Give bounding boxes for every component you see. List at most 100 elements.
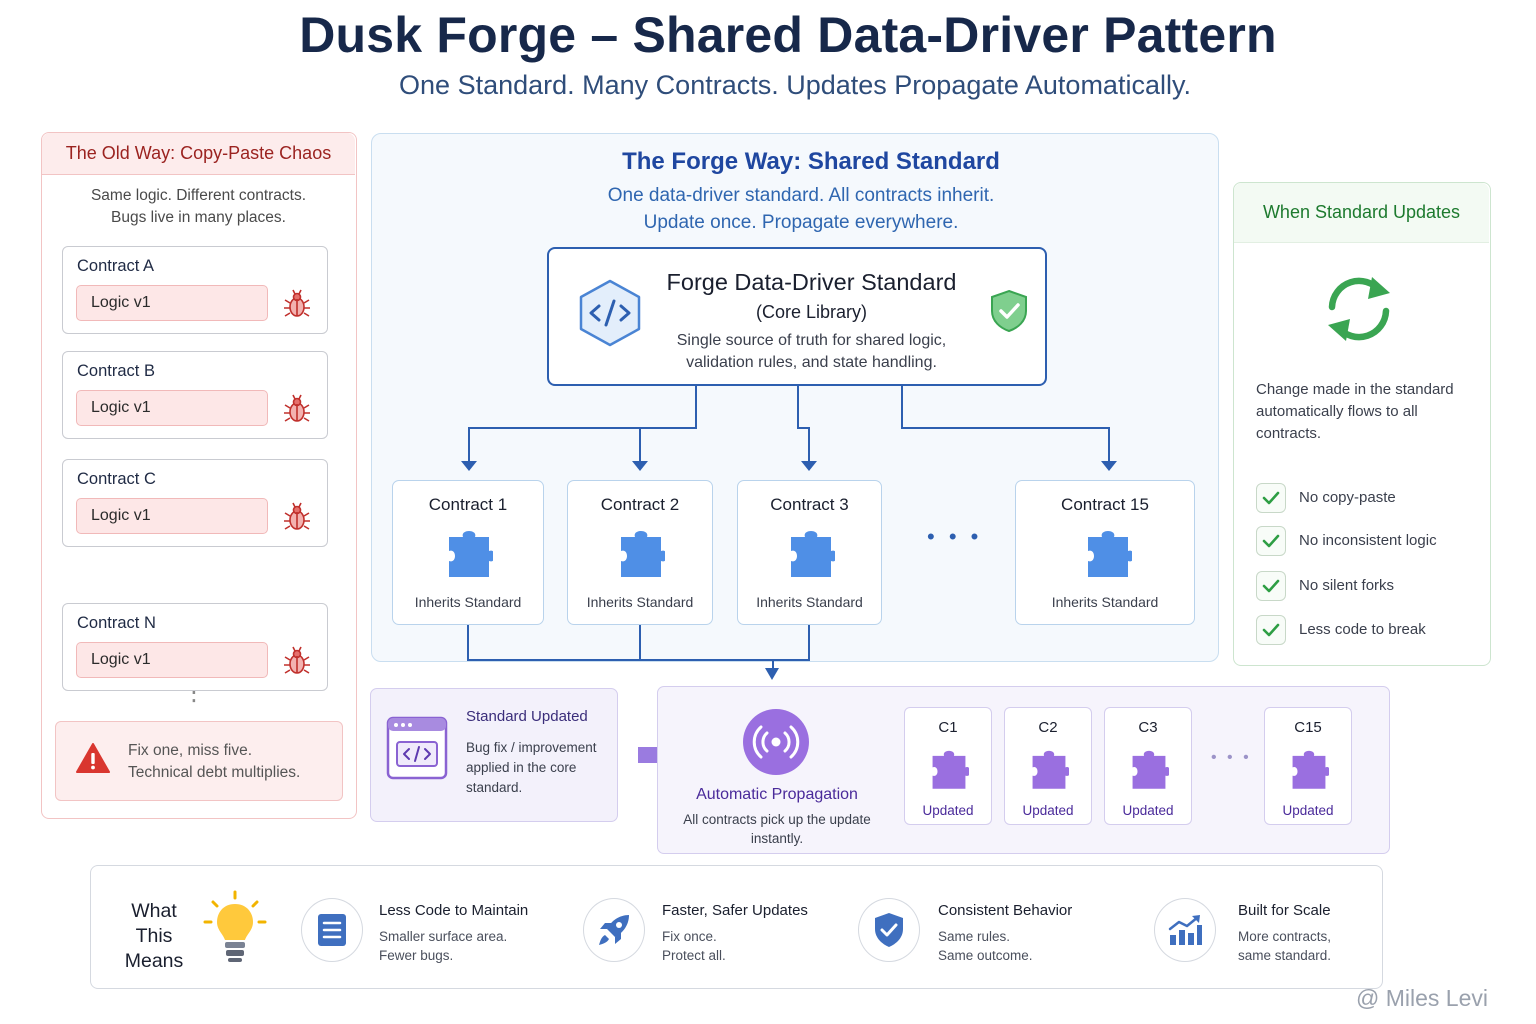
inherits-standard-label: Inherits Standard	[1051, 594, 1159, 610]
puzzle-icon	[621, 531, 665, 577]
updated-contract-name: C2	[1038, 719, 1058, 736]
page-subtitle: One Standard. Many Contracts. Updates Pr…	[399, 70, 1191, 100]
propagation-ellipsis: • • •	[1211, 749, 1252, 766]
check-item: No inconsistent logic	[1256, 526, 1486, 556]
updated-contract-name: C15	[1294, 719, 1322, 736]
puzzle-icon	[1088, 531, 1132, 577]
shield-check-icon	[991, 289, 1027, 333]
puzzle-icon	[1292, 750, 1329, 789]
updated-contract-card: C1 Updated	[904, 707, 992, 825]
core-standard-subtitle: (Core Library)	[755, 302, 868, 322]
feature-description: Smaller surface area. Fewer bugs.	[379, 927, 507, 965]
forge-contract-name: Contract 15	[1061, 495, 1149, 514]
feature-title: Built for Scale	[1238, 902, 1331, 919]
watermark: @ Miles Levi	[1356, 985, 1488, 1011]
old-contract-name: Contract C	[77, 470, 156, 488]
core-desc-line2: validation rules, and state handling.	[686, 354, 937, 371]
old-contract-card: Contract N Logic v1	[62, 603, 328, 691]
growth-chart-icon	[1154, 898, 1216, 962]
feature-desc-line1: Smaller surface area.	[379, 929, 508, 944]
forge-way-panel: The Forge Way: Shared Standard One data-…	[371, 133, 1219, 670]
inherits-standard-label: Inherits Standard	[756, 594, 863, 610]
old-way-panel: The Old Way: Copy-Paste Chaos Same logic…	[41, 132, 357, 819]
propagation-title: Automatic Propagation	[696, 786, 858, 803]
forge-contract-name: Contract 2	[600, 495, 680, 514]
forge-contract-card: Contract 1 Inherits Standard	[392, 480, 544, 625]
old-way-desc-line1: Same logic. Different contracts.	[90, 187, 307, 204]
standard-updated-description: Bug fix / improvement applied in the cor…	[466, 740, 597, 795]
bug-icon	[284, 289, 310, 317]
check-item: No copy-paste	[1256, 483, 1486, 513]
logic-copy: Logic v1	[76, 285, 268, 321]
page-title: Dusk Forge – Shared Data-Driver Pattern	[299, 7, 1277, 63]
inherits-standard-label: Inherits Standard	[414, 594, 522, 610]
document-icon	[301, 898, 363, 962]
puzzle-icon	[449, 531, 493, 577]
updated-contract-name: C3	[1138, 719, 1158, 736]
forge-way-description: One data-driver standard. All contracts …	[372, 182, 1230, 236]
feature-desc-line2: same standard.	[1238, 948, 1332, 963]
standard-updated-title: Standard Updated	[466, 708, 588, 725]
updated-status: Updated	[1022, 803, 1074, 818]
warning-icon	[76, 743, 110, 773]
forge-way-title: The Forge Way: Shared Standard	[622, 148, 1000, 175]
old-way-warning: Fix one, miss five. Technical debt multi…	[55, 721, 343, 801]
sync-icon	[1328, 277, 1390, 341]
check-item: No silent forks	[1256, 571, 1486, 601]
forge-desc-line1: One data-driver standard. All contracts …	[607, 185, 995, 206]
standard-updated-card: Standard Updated Bug fix / improvement a…	[370, 688, 618, 822]
core-standard-box: Forge Data-Driver Standard (Core Library…	[547, 247, 1047, 386]
wtm-line2: This	[135, 925, 173, 947]
puzzle-icon	[932, 750, 969, 789]
puzzle-icon	[1032, 750, 1069, 789]
forge-contracts-ellipsis: • • •	[927, 524, 983, 549]
feature-desc-line2: Protect all.	[662, 948, 726, 963]
when-updates-description: Change made in the standard automaticall…	[1256, 381, 1454, 442]
updated-status: Updated	[922, 803, 974, 818]
core-standard-description: Single source of truth for shared logic,…	[549, 330, 1074, 374]
check-label: No copy-paste	[1299, 489, 1396, 506]
code-hexagon-icon	[579, 279, 641, 347]
propagation-description: All contracts pick up the update instant…	[683, 812, 871, 846]
updated-status: Updated	[1282, 803, 1334, 818]
old-way-description: Same logic. Different contracts. Bugs li…	[42, 185, 355, 229]
puzzle-icon	[791, 531, 835, 577]
old-contract-card: Contract B Logic v1	[62, 351, 328, 439]
wtm-line3: Means	[124, 950, 184, 972]
feature-desc-line2: Same outcome.	[938, 948, 1033, 963]
inheritance-connectors	[461, 386, 1117, 670]
updated-status: Updated	[1122, 803, 1174, 818]
updated-contract-name: C1	[938, 719, 958, 736]
check-label: Less code to break	[1299, 621, 1426, 638]
forge-desc-line2: Update once. Propagate everywhere.	[643, 212, 959, 233]
when-updates-header: When Standard Updates	[1234, 183, 1489, 243]
feature-desc-line1: Same rules.	[938, 929, 1011, 944]
feature-title: Faster, Safer Updates	[662, 902, 808, 919]
shield-check-icon	[858, 898, 920, 962]
inherits-standard-label: Inherits Standard	[586, 594, 694, 610]
warning-line1: Fix one, miss five.	[128, 742, 253, 759]
feature-description: More contracts, same standard.	[1238, 927, 1331, 965]
wtm-line1: What	[131, 900, 177, 922]
core-standard-title: Forge Data-Driver Standard	[666, 269, 957, 295]
when-updates-panel: When Standard Updates Change made in the…	[1233, 182, 1491, 666]
old-way-header: The Old Way: Copy-Paste Chaos	[42, 133, 355, 175]
check-icon	[1256, 526, 1286, 556]
logic-copy: Logic v1	[76, 642, 268, 678]
warning-line2: Technical debt multiplies.	[128, 764, 301, 781]
forge-contract-card: Contract 3 Inherits Standard	[737, 480, 882, 625]
old-contract-name: Contract A	[77, 257, 155, 275]
feature-description: Same rules. Same outcome.	[938, 927, 1033, 965]
bug-icon	[284, 502, 310, 530]
feature-desc-line2: Fewer bugs.	[379, 948, 454, 963]
check-icon	[1256, 483, 1286, 513]
bug-icon	[284, 394, 310, 422]
check-icon	[1256, 571, 1286, 601]
forge-contract-name: Contract 1	[428, 495, 508, 514]
check-icon	[1256, 615, 1286, 645]
forge-contract-card: Contract 15 Inherits Standard	[1015, 480, 1195, 625]
down-arrow	[765, 668, 779, 680]
what-this-means-bar: What This Means Less Code to Maintain Sm…	[90, 865, 1383, 989]
puzzle-icon	[1132, 750, 1169, 789]
core-desc-line1: Single source of truth for shared logic,	[676, 332, 947, 349]
